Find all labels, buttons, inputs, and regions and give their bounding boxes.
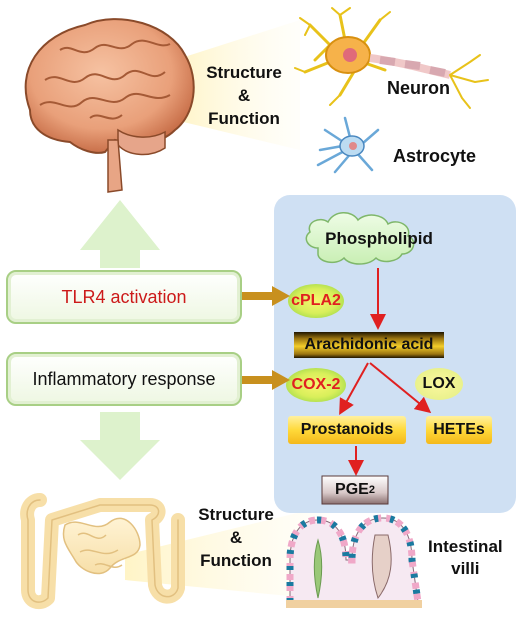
arrow-to-hetes — [369, 362, 432, 414]
arachidonic-acid-label: Arachidonic acid — [304, 336, 434, 353]
villi-line2-text: villi — [451, 559, 480, 578]
phospholipid-label: Phospholipid — [325, 229, 433, 248]
lox-blob — [415, 368, 463, 400]
down-arrow-icon — [80, 412, 160, 480]
hetes-box — [426, 416, 492, 444]
phospholipid-cloud — [305, 212, 415, 265]
up-arrow-icon — [80, 200, 160, 268]
cpla2-label: cPLA2 — [291, 292, 341, 309]
lox-label: LOX — [422, 375, 456, 392]
brain-icon — [24, 18, 195, 193]
cpla2-blob — [288, 284, 344, 318]
tlr4-activation-box: TLR4 activation — [6, 270, 242, 324]
prostanoids-box — [288, 416, 406, 444]
intestine-icon — [20, 493, 185, 610]
brain-amp-text: & — [237, 86, 251, 105]
neuron-label: Neuron — [387, 78, 450, 98]
brain-function-text: Function — [208, 109, 280, 128]
villi-line1-text: Intestinal — [428, 537, 503, 556]
orange-arrow-tlr4 — [242, 286, 290, 306]
gut-function-text: Function — [200, 551, 272, 570]
gut-structure-text: Structure — [198, 505, 274, 524]
brain-structure-function-label: Structure & Function — [196, 61, 292, 130]
brain-structure-text: Structure — [206, 63, 282, 82]
gut-amp-text: & — [229, 528, 243, 547]
pge2-main-text: PGE — [335, 481, 369, 498]
neuron-icon — [294, 7, 489, 109]
astrocyte-icon — [316, 116, 380, 174]
gut-structure-function-label: Structure & Function — [188, 503, 284, 572]
arrow-to-prostanoids — [339, 362, 369, 415]
arachidonic-acid-bar — [294, 332, 444, 358]
inflammatory-response-text: Inflammatory response — [32, 368, 216, 389]
orange-arrow-inflammatory — [242, 370, 290, 390]
pge2-subscript: 2 — [368, 484, 375, 496]
prostanoids-label: Prostanoids — [300, 421, 394, 438]
astrocyte-label: Astrocyte — [393, 146, 477, 166]
intestinal-villi-icon — [286, 514, 422, 608]
pge2-box — [321, 475, 389, 505]
brain-light-beam — [175, 20, 300, 150]
cox2-blob — [286, 368, 346, 402]
intestinal-villi-label: Intestinal villi — [428, 536, 503, 580]
tlr4-activation-text: TLR4 activation — [61, 286, 187, 307]
hetes-label: HETEs — [433, 421, 485, 438]
inflammatory-response-box: Inflammatory response — [6, 352, 242, 406]
cox2-label: COX-2 — [291, 376, 341, 393]
